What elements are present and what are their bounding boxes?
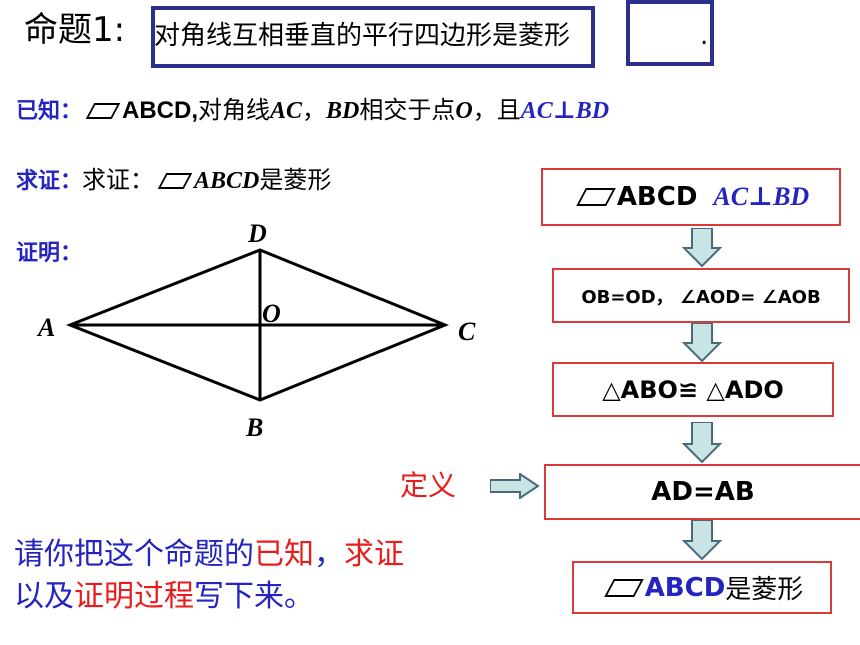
proposition-statement: 对角线互相垂直的平行四边形是菱形 [154, 21, 571, 51]
keyword-frame [626, 0, 714, 66]
definition-label: 定义 [400, 469, 457, 502]
proof-label: 证明： [16, 241, 83, 266]
parallelogram-icon [157, 173, 193, 189]
down-arrow-icon [682, 228, 722, 268]
parallelogram-icon [576, 188, 616, 206]
statement-frame [151, 6, 595, 68]
flow-step-equal-sides: AD=AB [544, 464, 860, 520]
flow-step-diagonals: OB=OD， ∠AOD= ∠AOB [552, 268, 850, 323]
down-arrow-icon [682, 422, 722, 464]
right-arrow-icon [490, 473, 540, 499]
parallelogram-icon [85, 103, 121, 119]
given-label: 已知： [16, 99, 83, 124]
prove-label: 求证： [16, 169, 83, 194]
parallelogram-icon [603, 578, 644, 597]
proposition-label: 命题1: [24, 10, 126, 50]
point-b-label: B [245, 413, 263, 442]
down-arrow-icon [682, 520, 722, 561]
point-c-label: C [458, 317, 476, 346]
down-arrow-icon [682, 323, 722, 363]
point-o-label: O [262, 299, 281, 328]
given-line: 已知：ABCD,对角线AC，BD相交于点O，且AC⊥BD [16, 96, 610, 124]
title-period: . [700, 21, 709, 51]
rhombus-figure: A D C B O [36, 219, 476, 442]
point-d-label: D [247, 219, 267, 248]
point-a-label: A [36, 313, 55, 342]
prove-line: 求证：求证：ABCD是菱形 [16, 166, 332, 194]
exercise-request: 请你把这个命题的已知，求证 以及证明过程写下来。 [14, 537, 404, 614]
flow-step-congruent: △ABO≌ △ADO [552, 362, 834, 417]
